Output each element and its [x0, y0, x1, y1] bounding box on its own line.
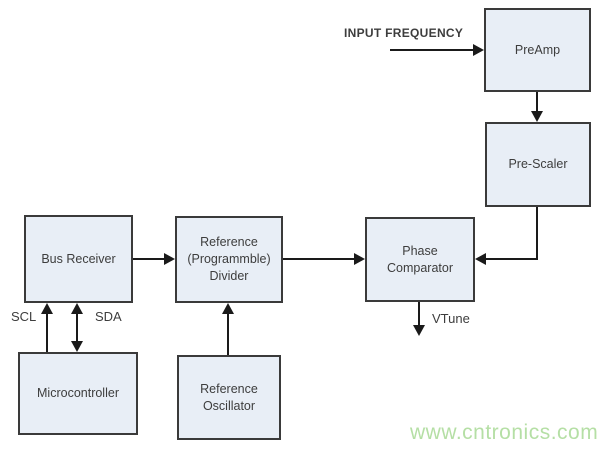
connector-busreceiver-divider [133, 258, 164, 260]
block-prescaler-label: Pre-Scaler [508, 157, 568, 172]
connector-divider-phasecomp [283, 258, 354, 260]
block-preamp-label: PreAmp [514, 42, 561, 57]
input-frequency-label: INPUT FREQUENCY [344, 26, 464, 40]
vtune-label: VTune [432, 311, 470, 326]
block-preamp: PreAmp [484, 8, 591, 92]
block-microcontroller: Microcontroller [18, 352, 138, 435]
connector-scl [46, 313, 48, 352]
arrowhead-right-icon [164, 253, 175, 265]
connector-prescaler-phasecomp-vertical [536, 207, 538, 260]
arrowhead-right-icon [473, 44, 484, 56]
block-microcontroller-label: Microcontroller [37, 386, 119, 401]
connector-preamp-prescaler [536, 92, 538, 112]
block-reference-oscillator: Reference Oscillator [177, 355, 281, 440]
connector-inputfreq-preamp [390, 49, 474, 51]
arrowhead-down-icon [531, 111, 543, 122]
connector-phasecomp-vtune [418, 302, 420, 325]
arrowhead-up-icon [222, 303, 234, 314]
block-bus-receiver: Bus Receiver [24, 215, 133, 303]
scl-label: SCL [11, 309, 37, 324]
block-phase-comparator: Phase Comparator [365, 217, 475, 302]
block-reference-divider-label: Reference (Programmble) Divider [187, 235, 271, 283]
arrowhead-down-icon [413, 325, 425, 336]
block-phase-comparator-label: Phase Comparator [387, 243, 453, 275]
watermark: www.cntronics.com [410, 421, 599, 444]
arrowhead-up-icon [71, 303, 83, 314]
arrowhead-right-icon [354, 253, 365, 265]
block-prescaler: Pre-Scaler [485, 122, 591, 207]
block-bus-receiver-label: Bus Receiver [41, 251, 116, 266]
block-reference-oscillator-label: Reference Oscillator [200, 381, 258, 413]
arrowhead-down-icon [71, 341, 83, 352]
connector-prescaler-phasecomp-horizontal [486, 258, 538, 260]
block-reference-divider: Reference (Programmble) Divider [175, 216, 283, 303]
connector-sda [76, 313, 78, 343]
sda-label: SDA [95, 309, 122, 324]
arrowhead-left-icon [475, 253, 486, 265]
connector-oscillator-divider [227, 313, 229, 355]
arrowhead-up-icon [41, 303, 53, 314]
